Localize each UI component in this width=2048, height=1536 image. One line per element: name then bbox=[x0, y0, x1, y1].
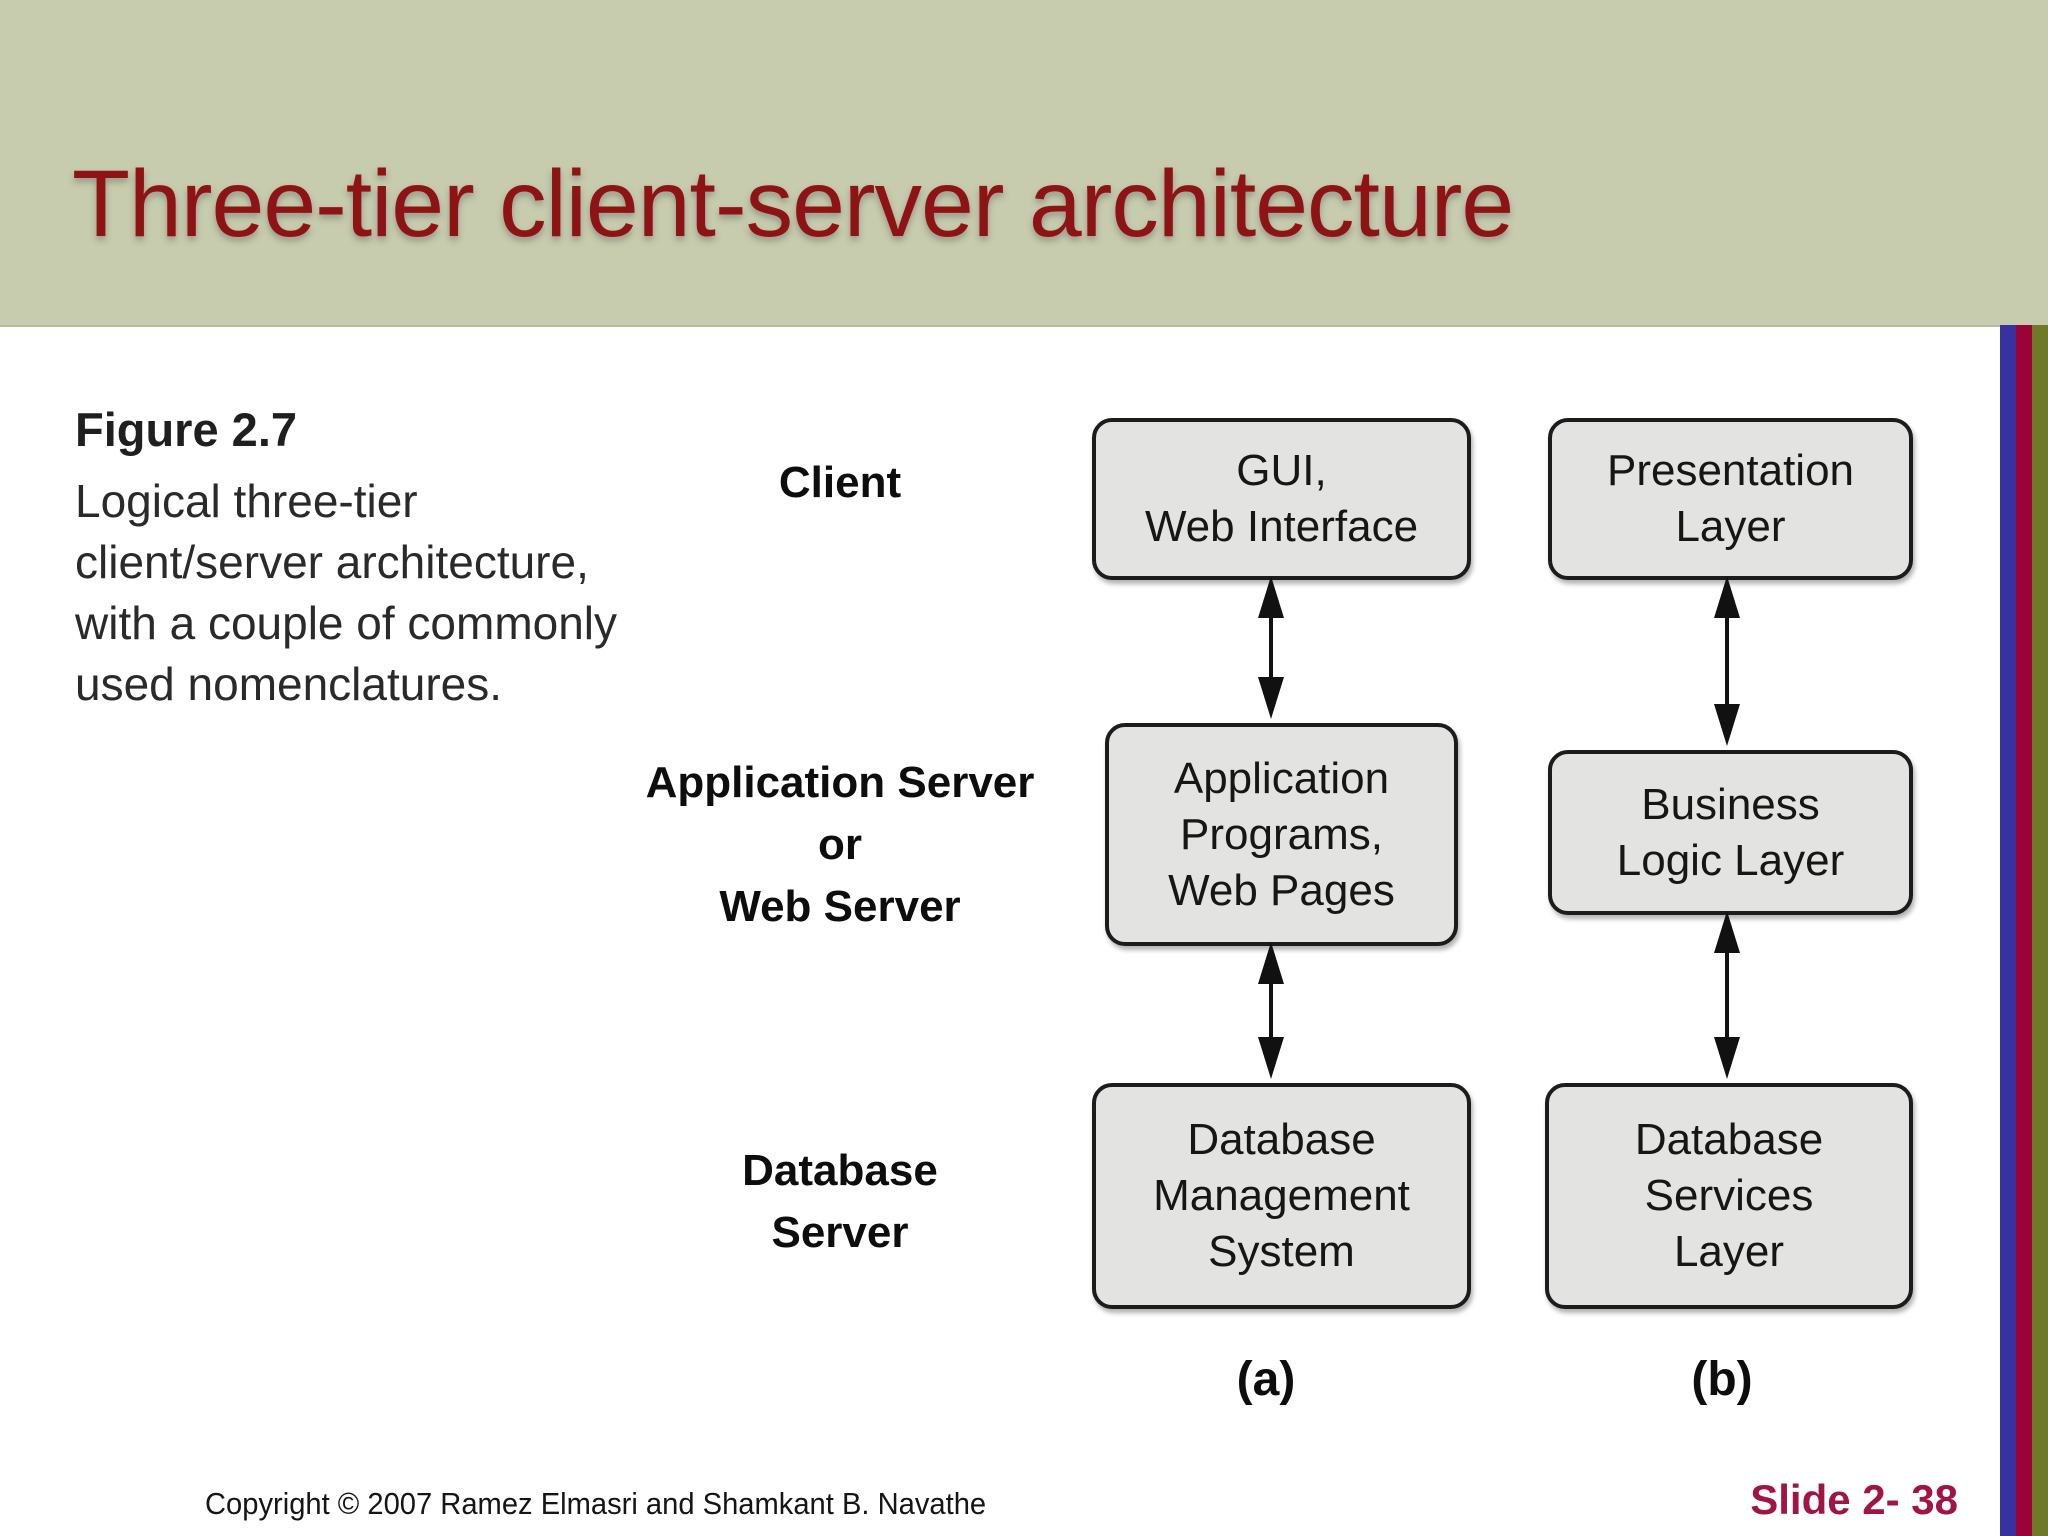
double-arrow-icon bbox=[1258, 576, 1284, 719]
figure-caption-line: Logical three-tier bbox=[75, 475, 418, 527]
accent-stripe-olive bbox=[2032, 325, 2048, 1536]
slide-number: Slide 2- 38 bbox=[1750, 1476, 1958, 1523]
arrow-shaft bbox=[1269, 606, 1273, 689]
box-presentation-layer: Presentation Layer bbox=[1548, 418, 1913, 580]
box-text-line: Business bbox=[1641, 779, 1820, 829]
box-application-programs: Application Programs, Web Pages bbox=[1105, 723, 1458, 946]
row-label-line: Database bbox=[742, 1146, 938, 1195]
box-text-line: Management bbox=[1153, 1171, 1410, 1220]
box-text-line: Presentation bbox=[1606, 446, 1855, 495]
double-arrow-icon bbox=[1714, 911, 1740, 1079]
figure-caption-line: client/server architecture, bbox=[75, 536, 589, 588]
box-text-line: Web Pages bbox=[1168, 865, 1395, 915]
figure-caption-line: with a couple of commonly bbox=[75, 597, 618, 649]
row-label-line: or bbox=[818, 820, 862, 869]
box-database-management-system: Database Management System bbox=[1092, 1083, 1471, 1309]
box-text-line: Programs, bbox=[1180, 809, 1383, 859]
box-text-line: Database bbox=[1634, 1115, 1824, 1164]
arrow-shaft bbox=[1725, 606, 1729, 716]
arrow-shaft bbox=[1269, 972, 1273, 1049]
box-database-services-layer: Database Services Layer bbox=[1545, 1083, 1913, 1309]
row-label-line: Client bbox=[778, 458, 902, 507]
row-label-line: Web Server bbox=[719, 882, 961, 931]
arrowhead-down-icon bbox=[1714, 1037, 1740, 1079]
figure-caption-heading: Figure 2.7 bbox=[75, 403, 298, 456]
box-text-line: Database bbox=[1187, 1115, 1376, 1164]
column-label-b: (b) bbox=[1691, 1353, 1753, 1406]
header-band bbox=[0, 0, 2048, 327]
row-label-line: Application Server bbox=[645, 758, 1035, 807]
arrowhead-down-icon bbox=[1258, 677, 1284, 719]
accent-stripe-blue bbox=[2000, 325, 2016, 1536]
slide-title: Three-tier client-server architecture bbox=[72, 151, 1514, 257]
row-label-database-server: Database Server bbox=[580, 1140, 1100, 1264]
double-arrow-icon bbox=[1714, 576, 1740, 746]
row-label-application-server: Application Server or Web Server bbox=[580, 752, 1100, 938]
arrow-shaft bbox=[1725, 941, 1729, 1049]
figure-caption: Figure 2.7 Logical three-tier client/ser… bbox=[75, 402, 675, 715]
arrowhead-down-icon bbox=[1714, 704, 1740, 746]
box-text-line: Web Interface bbox=[1144, 502, 1419, 551]
box-text-line: Layer bbox=[1675, 502, 1786, 551]
box-text-line: Layer bbox=[1673, 1227, 1785, 1276]
double-arrow-icon bbox=[1258, 942, 1284, 1079]
box-text-line: Services bbox=[1644, 1171, 1814, 1220]
box-text-line: Logic Layer bbox=[1616, 835, 1845, 885]
column-label-a: (a) bbox=[1236, 1353, 1296, 1406]
box-gui-web-interface: GUI, Web Interface bbox=[1092, 418, 1471, 580]
accent-stripe-crimson bbox=[2016, 325, 2032, 1536]
footer-copyright: Copyright © 2007 Ramez Elmasri and Shamk… bbox=[205, 1486, 987, 1521]
figure-caption-line: used nomenclatures. bbox=[75, 658, 503, 710]
box-text-line: GUI, bbox=[1236, 446, 1327, 495]
box-text-line: Application bbox=[1173, 753, 1390, 803]
row-label-line: Server bbox=[771, 1208, 909, 1257]
box-business-logic-layer: Business Logic Layer bbox=[1548, 750, 1913, 915]
row-label-client: Client bbox=[580, 452, 1100, 514]
box-text-line: System bbox=[1208, 1227, 1355, 1276]
arrowhead-down-icon bbox=[1258, 1037, 1284, 1079]
